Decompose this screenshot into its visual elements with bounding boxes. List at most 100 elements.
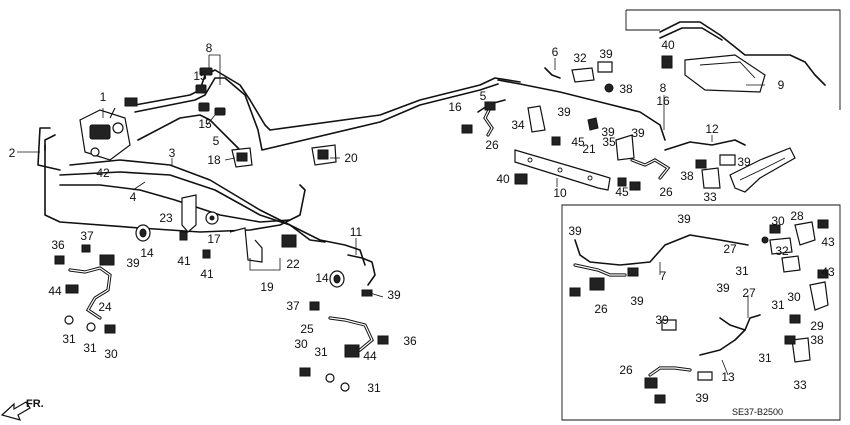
diagram-code: SE37-B2500 (732, 407, 783, 417)
clip-32-upper (571, 67, 595, 83)
inset-clip-39-b (661, 319, 677, 331)
callout-26-d: 26 (619, 363, 633, 377)
bolt-45-b (617, 177, 627, 187)
callout-39-j: 39 (716, 281, 730, 295)
callout-12: 12 (705, 122, 719, 136)
rear-hose-left-upper (461, 101, 496, 137)
bolt-37-left (81, 244, 91, 253)
callout-39-i: 39 (630, 294, 644, 308)
inset-box-bottom-right (561, 204, 841, 421)
inset-bracket-28 (794, 221, 816, 246)
callout-37-b: 37 (286, 299, 300, 313)
callout-27-b: 27 (742, 286, 756, 300)
callout-31-a: 31 (62, 332, 76, 346)
nut-38-upper (604, 83, 614, 93)
callout-32-b: 32 (775, 244, 789, 258)
grommet-14-lower (329, 270, 345, 288)
inset-bolt-38 (784, 335, 796, 345)
inset-rear-clip-32 (761, 224, 801, 273)
callout-39-f: 39 (387, 288, 401, 302)
callout-21: 21 (582, 142, 596, 156)
callout-28: 28 (790, 209, 804, 223)
callout-5-a: 5 (480, 89, 487, 103)
inset-rear-hose-a (569, 234, 749, 297)
inset-bolt-30 (789, 314, 801, 324)
callout-31-g: 31 (758, 351, 772, 365)
bolt-45-a (551, 136, 561, 146)
callout-15-a: 15 (193, 69, 207, 83)
bolt-40-mid (514, 173, 528, 185)
callout-39-k: 39 (655, 313, 669, 327)
callout-30-c: 30 (771, 214, 785, 228)
trailing-arm (729, 147, 796, 193)
callout-31-d: 31 (367, 381, 381, 395)
callout-45-a: 45 (571, 135, 585, 149)
callout-38-c: 38 (810, 333, 824, 347)
callout-19: 19 (260, 280, 274, 294)
callout-39-c: 39 (631, 126, 645, 140)
callout-16-b: 16 (656, 94, 670, 108)
callout-45-b: 45 (615, 185, 629, 199)
callout-29: 29 (810, 319, 824, 333)
callout-26-c: 26 (594, 302, 608, 316)
crossmember-bracket-10 (514, 149, 611, 191)
callout-36-b: 36 (403, 334, 417, 348)
bracket-34 (527, 105, 546, 133)
front-direction-label: FR. (26, 398, 44, 410)
callout-18: 18 (207, 153, 221, 167)
callout-39-d: 39 (737, 155, 751, 169)
callout-9: 9 (778, 78, 785, 92)
callout-43-a: 43 (821, 235, 835, 249)
callout-26-a: 26 (485, 138, 499, 152)
callout-15-b: 15 (198, 117, 212, 131)
callout-24: 24 (98, 300, 112, 314)
callout-16-a: 16 (448, 100, 462, 114)
front-right-brake-hose (299, 316, 374, 392)
inset-box-top-right (625, 9, 841, 110)
callout-26-b: 26 (659, 185, 673, 199)
callout-44-a: 44 (48, 284, 62, 298)
clip-18 (231, 147, 253, 168)
bolt-36-lower (377, 335, 389, 345)
inset-bracket-29 (809, 281, 829, 311)
callout-13: 13 (721, 370, 735, 384)
callout-39-m: 39 (601, 125, 615, 139)
callout-39-b: 39 (557, 105, 571, 119)
callout-41-b: 41 (200, 267, 214, 281)
bolt-41-b (202, 249, 211, 259)
bracket-23 (181, 194, 197, 233)
bolt-36-left (54, 255, 65, 265)
inset-brake-line-9 (659, 21, 826, 93)
callout-4: 4 (130, 190, 137, 204)
callout-30-b: 30 (294, 337, 308, 351)
callout-34: 34 (511, 118, 525, 132)
callout-39-e: 39 (126, 256, 140, 270)
bracket-33-upper (701, 167, 721, 189)
front-direction-arrow (0, 401, 31, 421)
callout-1: 1 (100, 90, 107, 104)
inset-bolt-43 (817, 219, 829, 279)
inset-rear-hose-b (644, 314, 761, 404)
callout-31-e: 31 (735, 264, 749, 278)
callout-43-b: 43 (821, 265, 835, 279)
callout-5-b: 5 (213, 134, 220, 148)
callout-39-a: 39 (599, 47, 613, 61)
callout-39-l: 39 (695, 391, 709, 405)
proportioning-valve (79, 97, 138, 161)
callout-41-a: 41 (177, 254, 191, 268)
callout-2: 2 (9, 146, 16, 160)
callout-8-b: 8 (660, 81, 667, 95)
callout-8-a: 8 (206, 41, 213, 55)
callout-31-c: 31 (314, 345, 328, 359)
callout-30-a: 30 (104, 347, 118, 361)
grommet-14-upper (135, 224, 151, 242)
union-fitting-upper (195, 67, 226, 116)
bracket-19 (229, 227, 297, 263)
callout-14-a: 14 (140, 246, 154, 260)
callout-22: 22 (286, 257, 300, 271)
callout-14-b: 14 (315, 271, 329, 285)
clip-20 (311, 144, 337, 166)
callout-labels: 1 2 3 4 5 5 6 7 8 8 9 10 11 12 13 14 14 … (9, 38, 835, 405)
callout-36-a: 36 (51, 238, 65, 252)
